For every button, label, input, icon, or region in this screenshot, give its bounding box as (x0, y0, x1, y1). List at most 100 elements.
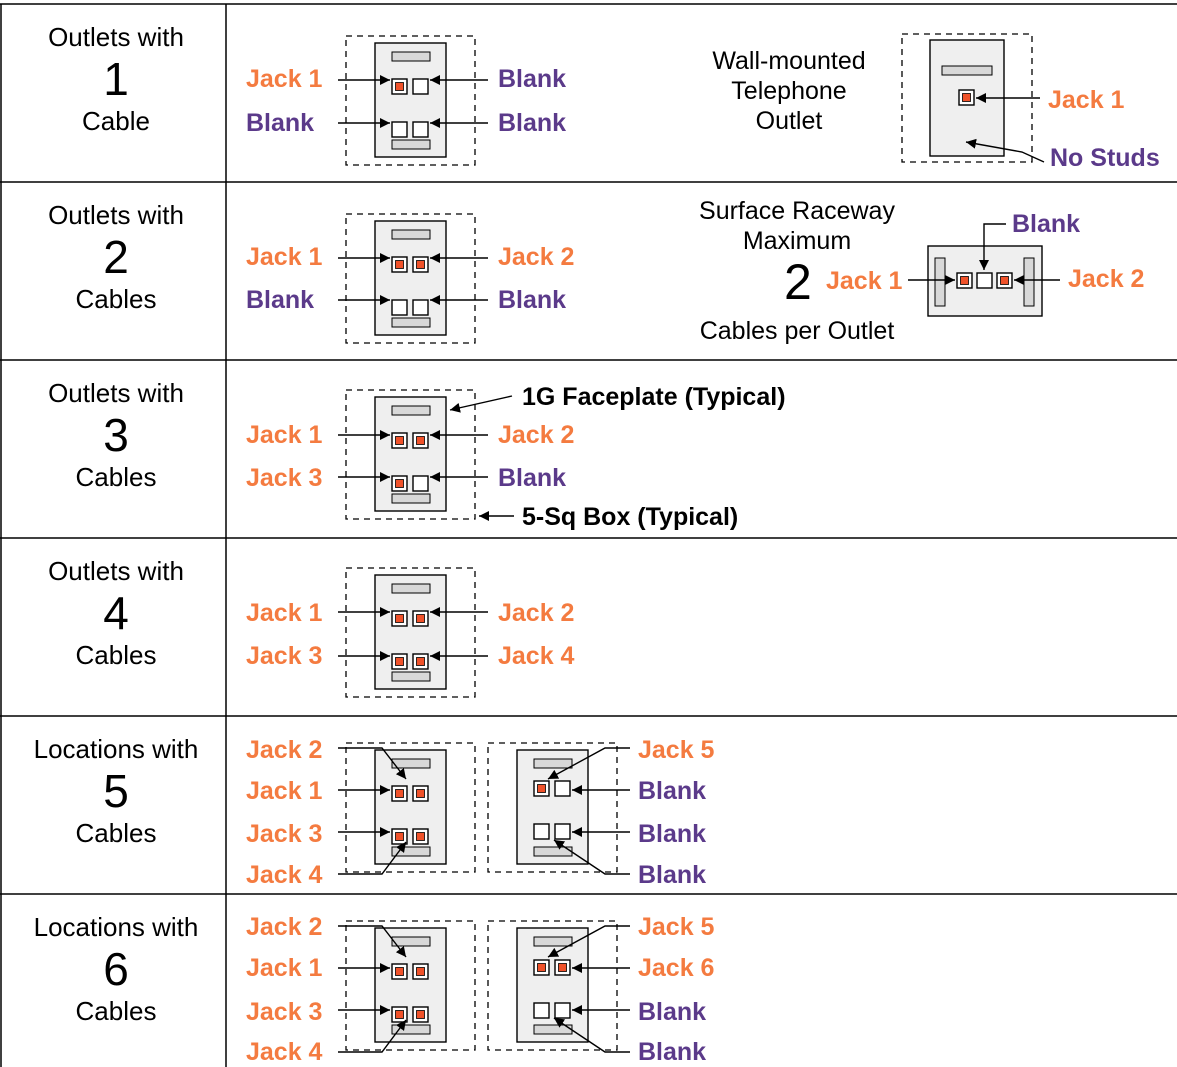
faceplate (374, 42, 447, 158)
jack-insert (962, 93, 971, 102)
row4-jack1-label: Jack 1 (246, 599, 323, 627)
row5-jack4-label: Jack 4 (246, 861, 323, 889)
jack-insert (395, 479, 404, 488)
blank-port (554, 1002, 571, 1019)
faceplate (374, 749, 447, 865)
box-outline-dashed (345, 567, 476, 698)
box-callout: 5-Sq Box (Typical) (522, 503, 739, 531)
mounting-bar (391, 1024, 431, 1035)
box-outline-dashed (345, 920, 476, 1051)
blank-port (412, 78, 429, 95)
row2-jack1-label: Jack 1 (246, 243, 323, 271)
jack-insert (416, 436, 425, 445)
row6-jack6-label: Jack 6 (638, 954, 715, 982)
box-outline-dashed (345, 35, 476, 166)
raceway-clip (934, 257, 946, 307)
row6-jack3-label: Jack 3 (246, 998, 323, 1026)
jack-insert (1000, 276, 1009, 285)
box-outline-dashed (345, 742, 476, 873)
row1-blank-top-right-label: Blank (498, 65, 567, 93)
row6-blank-2-label: Blank (638, 1038, 707, 1066)
mounting-bar (391, 405, 431, 416)
leader-arrow (338, 925, 407, 958)
row1-jack1-label: Jack 1 (246, 65, 323, 93)
mounting-bar (391, 758, 431, 769)
box-outline-dashed (345, 213, 476, 344)
jack-insert (416, 967, 425, 976)
raceway-clip (1023, 257, 1035, 307)
jack-insert (395, 82, 404, 91)
blank-port (533, 1002, 550, 1019)
jack-insert (416, 789, 425, 798)
mounting-bar (391, 671, 431, 682)
box-outline-dashed (345, 389, 476, 520)
row5-jack5-label: Jack 5 (638, 736, 715, 764)
row3-jack1-label: Jack 1 (246, 421, 323, 449)
faceplate-callout: 1G Faceplate (Typical) (522, 383, 786, 411)
jack-insert (395, 832, 404, 841)
mounting-bar (391, 139, 431, 150)
jack-insert (395, 260, 404, 269)
jack-insert (395, 614, 404, 623)
leader-arrow (547, 925, 630, 958)
box-outline-dashed (487, 920, 618, 1051)
row4-jack4-label: Jack 4 (498, 642, 575, 670)
row6-blank-1-label: Blank (638, 998, 707, 1026)
blank-port (412, 121, 429, 138)
jack-insert (416, 260, 425, 269)
no-studs-label: No Studs (1050, 144, 1160, 172)
blank-port (554, 823, 571, 840)
leader-arrow (338, 747, 407, 780)
wall-outlet-jack1-label: Jack 1 (1048, 86, 1125, 114)
blank-port (412, 299, 429, 316)
leader-arrows (338, 75, 1060, 1053)
row1-blank-bottom-right-label: Blank (498, 109, 567, 137)
leader-arrow (553, 839, 630, 875)
jack-insert (416, 832, 425, 841)
mounting-bar (391, 51, 431, 62)
row2-blank-left-label: Blank (246, 286, 315, 314)
raceway-jack1-label: Jack 1 (826, 267, 903, 295)
jack-insert (558, 963, 567, 972)
jack-insert (416, 657, 425, 666)
outlet-drawings (345, 33, 1043, 1051)
jack-insert (395, 1010, 404, 1019)
row5-blank-1-label: Blank (638, 777, 707, 805)
jack-insert (395, 657, 404, 666)
mounting-bar (533, 936, 573, 947)
blank-port (391, 121, 408, 138)
row6-jack4-label: Jack 4 (246, 1038, 323, 1066)
box-outline-dashed (487, 742, 618, 873)
blank-port (412, 475, 429, 492)
raceway-jack2-label: Jack 2 (1068, 265, 1145, 293)
leader-arrow (547, 747, 630, 780)
raceway-blank-arrow (979, 223, 1006, 270)
row3-blank-label: Blank (498, 464, 567, 492)
faceplate (374, 927, 447, 1043)
row5-jack1-label: Jack 1 (246, 777, 323, 805)
raceway-max-count: 2 (784, 254, 812, 310)
row6-jack2-label: Jack 2 (246, 913, 323, 941)
row4-jack3-label: Jack 3 (246, 642, 323, 670)
jack-insert (416, 614, 425, 623)
row5-blank-3-label: Blank (638, 861, 707, 889)
mounting-bar (533, 758, 573, 769)
blank-port (533, 823, 550, 840)
table-grid (0, 3, 1177, 1067)
row6-jack1-label: Jack 1 (246, 954, 323, 982)
raceway-note-bottom: Cables per Outlet (699, 317, 895, 345)
no-studs-arrow (965, 138, 1045, 163)
box-outline-dashed (901, 33, 1033, 163)
jack-insert (416, 1010, 425, 1019)
leader-arrow (553, 1017, 630, 1053)
row2-blank-right-label: Blank (498, 286, 567, 314)
mounting-bar (391, 493, 431, 504)
leader-arrow (338, 841, 407, 875)
